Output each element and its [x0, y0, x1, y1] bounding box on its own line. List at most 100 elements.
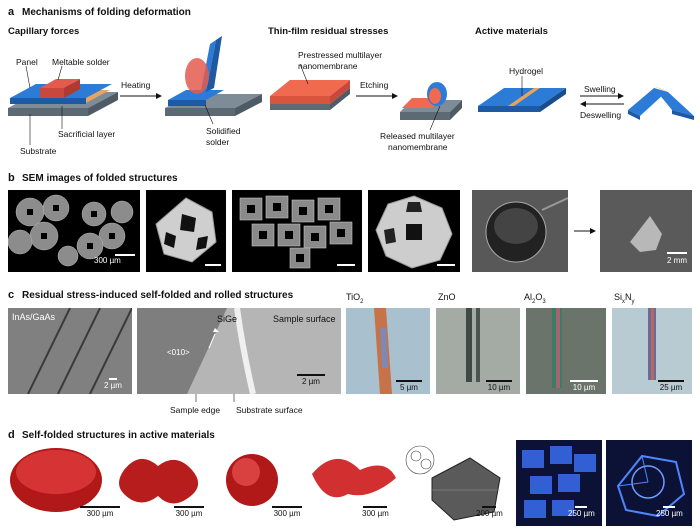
sem-image-inas-gaas: InAs/GaAs 2 µm: [8, 308, 132, 394]
scale-zno: 10 µm: [486, 380, 512, 392]
capillary-schematic-folded: [165, 36, 262, 125]
fluorescence-image-1: 250 µm: [516, 440, 602, 526]
scale-d6-label: 250 µm: [568, 509, 595, 518]
scale-sige: 2 µm: [297, 374, 325, 386]
material-al2o3-b: O: [535, 292, 543, 302]
label-released-2: nanomembrane: [388, 142, 448, 152]
etching-arrow-icon: [356, 93, 398, 99]
micrograph-zno: 10 µm: [436, 308, 520, 394]
panel-b-title: SEM images of folded structures: [22, 173, 178, 184]
material-tio2-text: TiO: [346, 292, 361, 302]
scale-d2-label: 300 µm: [175, 509, 203, 518]
panel-d-letter: d: [8, 429, 15, 441]
label-etching: Etching: [360, 80, 389, 90]
label-solidified-2: solder: [206, 137, 230, 147]
scale-inas: 2 µm: [104, 378, 122, 390]
panel-c-letter: c: [8, 289, 15, 301]
label-hydrogel: Hydrogel: [509, 66, 544, 76]
material-sinx-b: N: [625, 292, 632, 302]
material-sinx-a: Si: [614, 292, 623, 302]
label-sample-surface: Sample surface: [273, 314, 336, 324]
panel-c-title: Residual stress-induced self-folded and …: [22, 290, 294, 301]
material-al2o3-a: Al: [524, 292, 533, 302]
sem-image-dodecahedron: [146, 190, 226, 272]
fluorescence-image-2: 250 µm: [606, 440, 692, 526]
sem-image-net-1: 300 µm: [8, 190, 140, 272]
scale-d7-label: 250 µm: [656, 509, 683, 518]
scale-sige-label: 2 µm: [302, 377, 320, 386]
scale-zno-label: 10 µm: [487, 383, 511, 392]
label-sige: SiGe: [217, 314, 238, 324]
active-schematic-flat: [478, 76, 566, 112]
label-solidified-1: Solidified: [206, 126, 241, 136]
label-panel: Panel: [16, 57, 38, 67]
material-al2o3-s1: 2: [532, 298, 536, 305]
active-heading: Active materials: [475, 26, 548, 37]
label-substrate-surface: Substrate surface: [236, 405, 303, 415]
scale-al2o3: 10 µm: [570, 380, 598, 392]
scale-d5: 200 µm: [476, 506, 503, 518]
thinfilm-schematic-flat: [270, 63, 350, 110]
scale-label-b6: 2 mm: [667, 256, 687, 265]
label-substrate: Substrate: [20, 146, 57, 156]
capillary-heading: Capillary forces: [8, 26, 80, 37]
scale-tio2: 5 µm: [396, 380, 422, 392]
capillary-schematic-flat: [8, 79, 118, 116]
scale-label-b1: 300 µm: [94, 256, 121, 265]
scale-bar-b3: [336, 264, 356, 267]
label-direction: <010>: [167, 348, 190, 357]
scale-inas-label: 2 µm: [104, 381, 122, 390]
label-prestressed-2: nanomembrane: [298, 61, 358, 71]
scale-d4: 300 µm: [362, 506, 389, 518]
scale-d6: 250 µm: [568, 506, 595, 518]
scale-al2o3-label: 10 µm: [572, 383, 596, 392]
material-sinx-s1: x: [622, 298, 626, 305]
thinfilm-heading: Thin-film residual stresses: [268, 26, 389, 37]
sem-image-truncated-octahedron: [368, 190, 460, 272]
material-al2o3-s2: 3: [542, 298, 546, 305]
scale-sinx-label: 25 µm: [659, 383, 683, 392]
scale-bar-b2: [204, 264, 222, 267]
heating-arrow-icon: [120, 93, 162, 99]
material-tio2: TiO2: [346, 292, 364, 305]
material-sinx-s2: y: [631, 298, 635, 305]
scale-d3: 300 µm: [272, 506, 302, 518]
material-al2o3: Al2O3: [524, 292, 546, 305]
material-tio2-sub: 2: [360, 298, 364, 305]
scale-sinx: 25 µm: [658, 380, 684, 392]
scale-tio2-label: 5 µm: [400, 383, 418, 392]
scale-d3-label: 300 µm: [273, 509, 301, 518]
material-zno: ZnO: [438, 292, 456, 302]
scale-d5-label: 200 µm: [476, 509, 503, 518]
panel-a-title: Mechanisms of folding deformation: [22, 7, 191, 18]
label-released-1: Released multilayer: [380, 131, 455, 141]
scale-d1: 300 µm: [80, 506, 120, 518]
panel-a-letter: a: [8, 6, 15, 18]
label-inas-gaas: InAs/GaAs: [12, 312, 56, 322]
micrograph-sinx: 25 µm: [612, 308, 692, 394]
label-sacrificial-layer: Sacrificial layer: [58, 129, 116, 139]
thinfilm-schematic-rolled: [400, 82, 462, 131]
scale-d1-label: 300 µm: [86, 509, 114, 518]
photo-collapsed: 2 mm: [600, 190, 692, 272]
label-sample-edge: Sample edge: [170, 405, 221, 415]
label-swelling: Swelling: [584, 84, 616, 94]
panel-d-title: Self-folded structures in active materia…: [22, 430, 215, 441]
micrograph-al2o3: 10 µm: [526, 308, 606, 394]
scale-d4-label: 300 µm: [362, 509, 389, 518]
capillary-leader-lines: [25, 65, 63, 145]
scale-d7: 250 µm: [656, 506, 683, 518]
label-prestressed-1: Prestressed multilayer: [298, 50, 383, 60]
scale-bar-b6: [666, 252, 688, 255]
photo-sphere: [472, 190, 568, 272]
label-meltable-solder: Meltable solder: [52, 57, 110, 67]
active-schematic-folded: [628, 86, 694, 120]
panel-b-letter: b: [8, 172, 15, 184]
label-deswelling: Deswelling: [580, 110, 622, 120]
swelling-arrows-icon: [580, 93, 624, 107]
scale-bar-b4: [436, 264, 456, 267]
scale-d2: 300 µm: [174, 506, 204, 518]
